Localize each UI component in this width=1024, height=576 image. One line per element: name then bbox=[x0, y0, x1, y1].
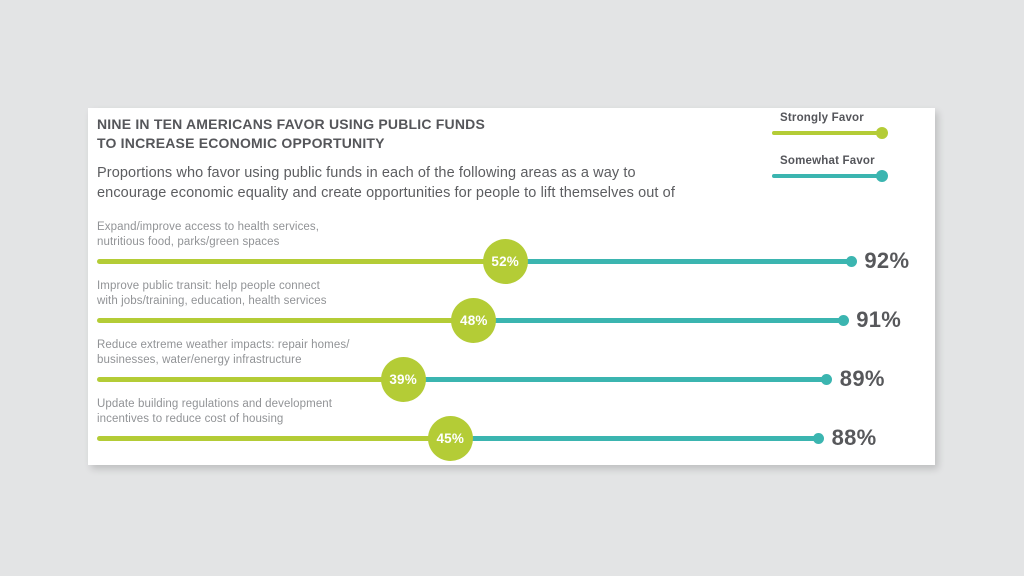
total-end-dot-icon bbox=[821, 374, 833, 385]
somewhat-favor-bar bbox=[473, 318, 844, 323]
chart-title: NINE IN TEN AMERICANS FAVOR USING PUBLIC… bbox=[97, 115, 485, 153]
strongly-favor-bubble: 45% bbox=[427, 416, 473, 461]
row-category-label-line1: Reduce extreme weather impacts: repair h… bbox=[97, 339, 350, 351]
strongly-favor-bar bbox=[97, 259, 506, 264]
chart-subtitle-line2: encourage economic equality and create o… bbox=[97, 185, 675, 201]
row-category-label-line1: Update building regulations and developm… bbox=[97, 398, 333, 410]
chart-subtitle-line1: Proportions who favor using public funds… bbox=[97, 165, 636, 181]
row-category-label-line2: incentives to reduce cost of housing bbox=[97, 413, 284, 425]
strongly-favor-bubble: 48% bbox=[451, 298, 497, 343]
chart-card: NINE IN TEN AMERICANS FAVOR USING PUBLIC… bbox=[88, 108, 935, 465]
chart-row: Improve public transit: help people conn… bbox=[88, 275, 935, 343]
legend-item-somewhat-favor: Somewhat Favor bbox=[772, 155, 902, 198]
total-value-label: 88% bbox=[831, 425, 877, 450]
total-value-label: 91% bbox=[856, 307, 902, 332]
chart-row: Expand/improve access to health services… bbox=[88, 216, 935, 284]
chart-legend: Strongly Favor Somewhat Favor bbox=[772, 112, 902, 198]
legend-dot-somewhat-favor-icon bbox=[876, 170, 888, 182]
row-category-label: Expand/improve access to health services… bbox=[97, 220, 319, 250]
legend-dot-strongly-favor-icon bbox=[876, 127, 888, 139]
chart-row: Update building regulations and developm… bbox=[88, 393, 935, 461]
legend-item-strongly-favor: Strongly Favor bbox=[772, 112, 902, 155]
row-category-label-line2: nutritious food, parks/green spaces bbox=[97, 236, 280, 248]
strongly-favor-bar bbox=[97, 377, 404, 382]
row-category-label: Improve public transit: help people conn… bbox=[97, 279, 327, 309]
row-category-label-line1: Expand/improve access to health services… bbox=[97, 221, 320, 233]
row-category-label: Update building regulations and developm… bbox=[97, 397, 332, 427]
legend-label-somewhat-favor: Somewhat Favor bbox=[780, 155, 875, 167]
row-category-label: Reduce extreme weather impacts: repair h… bbox=[97, 338, 350, 368]
legend-label-strongly-favor: Strongly Favor bbox=[780, 112, 864, 124]
total-value-label: 89% bbox=[839, 366, 885, 391]
total-value-label: 92% bbox=[864, 248, 910, 273]
total-end-dot-icon bbox=[845, 256, 857, 267]
chart-rows: Expand/improve access to health services… bbox=[88, 216, 935, 461]
row-category-label-line1: Improve public transit: help people conn… bbox=[97, 280, 320, 292]
chart-row: Reduce extreme weather impacts: repair h… bbox=[88, 334, 935, 402]
chart-subtitle: Proportions who favor using public funds… bbox=[97, 163, 675, 203]
legend-line-strongly-favor-icon bbox=[772, 127, 888, 139]
strongly-favor-bubble: 52% bbox=[482, 239, 528, 284]
strongly-favor-bar bbox=[97, 318, 474, 323]
strongly-favor-bubble: 39% bbox=[380, 357, 426, 402]
row-category-label-line2: businesses, water/energy infrastructure bbox=[97, 354, 302, 366]
row-category-label-line2: with jobs/training, education, health se… bbox=[97, 295, 327, 307]
strongly-favor-bar bbox=[97, 436, 451, 441]
chart-title-line2: TO INCREASE ECONOMIC OPPORTUNITY bbox=[97, 135, 385, 151]
chart-title-line1: NINE IN TEN AMERICANS FAVOR USING PUBLIC… bbox=[97, 116, 485, 132]
somewhat-favor-bar bbox=[403, 377, 827, 382]
somewhat-favor-bar bbox=[450, 436, 819, 441]
total-end-dot-icon bbox=[837, 315, 849, 326]
legend-line-somewhat-favor-icon bbox=[772, 170, 888, 182]
somewhat-favor-bar bbox=[505, 259, 852, 264]
total-end-dot-icon bbox=[813, 433, 825, 444]
